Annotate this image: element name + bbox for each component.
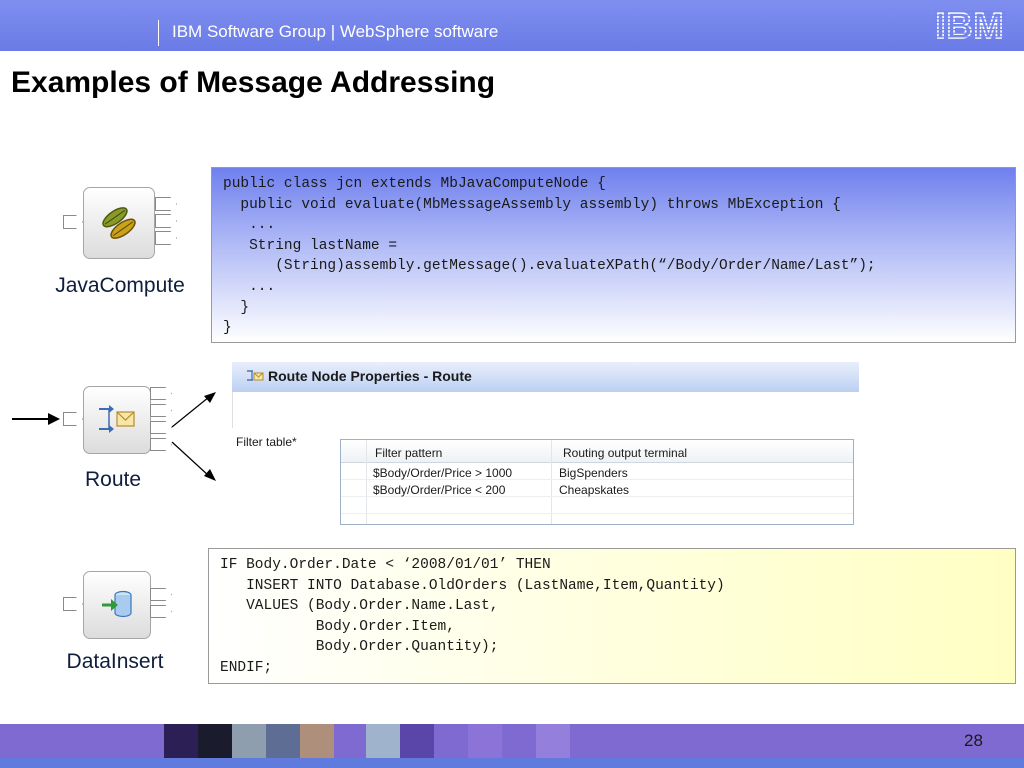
header-text: IBM Software Group | WebSphere software — [172, 22, 499, 41]
route-terminal-3 — [150, 421, 172, 434]
input-terminal — [63, 215, 83, 229]
java-beans-icon — [102, 207, 136, 239]
footer-photo-tile — [468, 724, 502, 758]
out-terminal — [155, 214, 177, 228]
row-line — [341, 496, 853, 497]
footer-bottom-band — [0, 758, 1024, 768]
data-insert-node: DataInsert — [40, 568, 200, 688]
route-terminal-1 — [150, 387, 172, 400]
route-envelope-icon — [99, 405, 135, 433]
header-bar — [0, 0, 1024, 51]
footer-photo-tile — [300, 724, 334, 758]
input-terminal — [63, 412, 83, 426]
filter-table-header — [341, 440, 853, 463]
java-compute-node: JavaCompute — [40, 185, 200, 305]
filter-pattern-cell[interactable]: $Body/Order/Price < 200 — [373, 483, 506, 497]
footer-photo-tile — [366, 724, 400, 758]
java-code-box: public class jcn extends MbJavaComputeNo… — [211, 167, 1016, 343]
footer-photo-tile — [400, 724, 434, 758]
node-box — [83, 571, 151, 639]
ibm-logo-stripe — [934, 18, 1006, 20]
filter-table: Filter pattern Routing output terminal $… — [340, 439, 854, 525]
esql-code-box: IF Body.Order.Date < ‘2008/01/01’ THEN I… — [208, 548, 1016, 684]
ibm-logo-stripe — [934, 21, 1006, 23]
properties-divider — [232, 392, 233, 428]
routing-terminal-cell[interactable]: BigSpenders — [559, 466, 628, 480]
node-box — [83, 386, 151, 454]
routing-terminal-cell[interactable]: Cheapskates — [559, 483, 630, 497]
ibm-logo-stripe — [934, 11, 1006, 13]
data-insert-label: DataInsert — [66, 650, 164, 673]
header-separator — [158, 20, 159, 46]
java-compute-label: JavaCompute — [55, 274, 185, 297]
column-separator — [366, 440, 367, 524]
footer-photo-tile — [164, 724, 198, 758]
ibm-logo: IBM — [934, 7, 1006, 43]
input-terminal — [63, 597, 83, 611]
route-properties-header — [232, 362, 859, 392]
node-box — [83, 187, 155, 259]
ibm-logo-stripe — [934, 32, 1006, 34]
route-terminal-2 — [150, 404, 172, 417]
routing-terminal-column-header[interactable]: Routing output terminal — [563, 446, 688, 460]
filter-table-label: Filter table* — [236, 435, 297, 449]
route-flow-arrows — [12, 392, 216, 481]
ibm-logo-text: IBM — [936, 7, 1005, 43]
footer-photo-tile — [536, 724, 570, 758]
filter-pattern-column-header[interactable]: Filter pattern — [375, 446, 443, 460]
route-label: Route — [84, 468, 142, 491]
route-terminal-4 — [150, 438, 172, 451]
ibm-logo-stripe — [934, 29, 1006, 31]
out-terminal — [150, 605, 172, 618]
page-number: 28 — [964, 731, 983, 750]
row-line — [341, 513, 853, 514]
route-node: Route — [40, 384, 200, 504]
footer-strip — [0, 724, 1024, 758]
footer-photo-tile — [198, 724, 232, 758]
slide-title: Examples of Message Addressing — [11, 66, 496, 99]
route-properties-title: Route Node Properties - Route — [268, 368, 472, 384]
failure-terminal — [155, 197, 177, 211]
esql-code: IF Body.Order.Date < ‘2008/01/01’ THEN I… — [220, 557, 725, 676]
footer-photo-tile — [232, 724, 266, 758]
column-separator — [551, 440, 552, 524]
alternate-terminal — [155, 231, 177, 245]
failure-terminal — [150, 588, 172, 601]
footer-photo-tile — [266, 724, 300, 758]
database-insert-icon — [102, 590, 132, 618]
java-code: public class jcn extends MbJavaComputeNo… — [223, 176, 876, 337]
filter-pattern-cell[interactable]: $Body/Order/Price > 1000 — [373, 466, 513, 480]
ibm-logo-stripe — [934, 25, 1006, 27]
ibm-logo-stripe — [934, 14, 1006, 16]
ibm-logo-stripe — [934, 36, 1006, 38]
row-line — [341, 479, 853, 480]
route-properties-icon — [247, 370, 264, 381]
